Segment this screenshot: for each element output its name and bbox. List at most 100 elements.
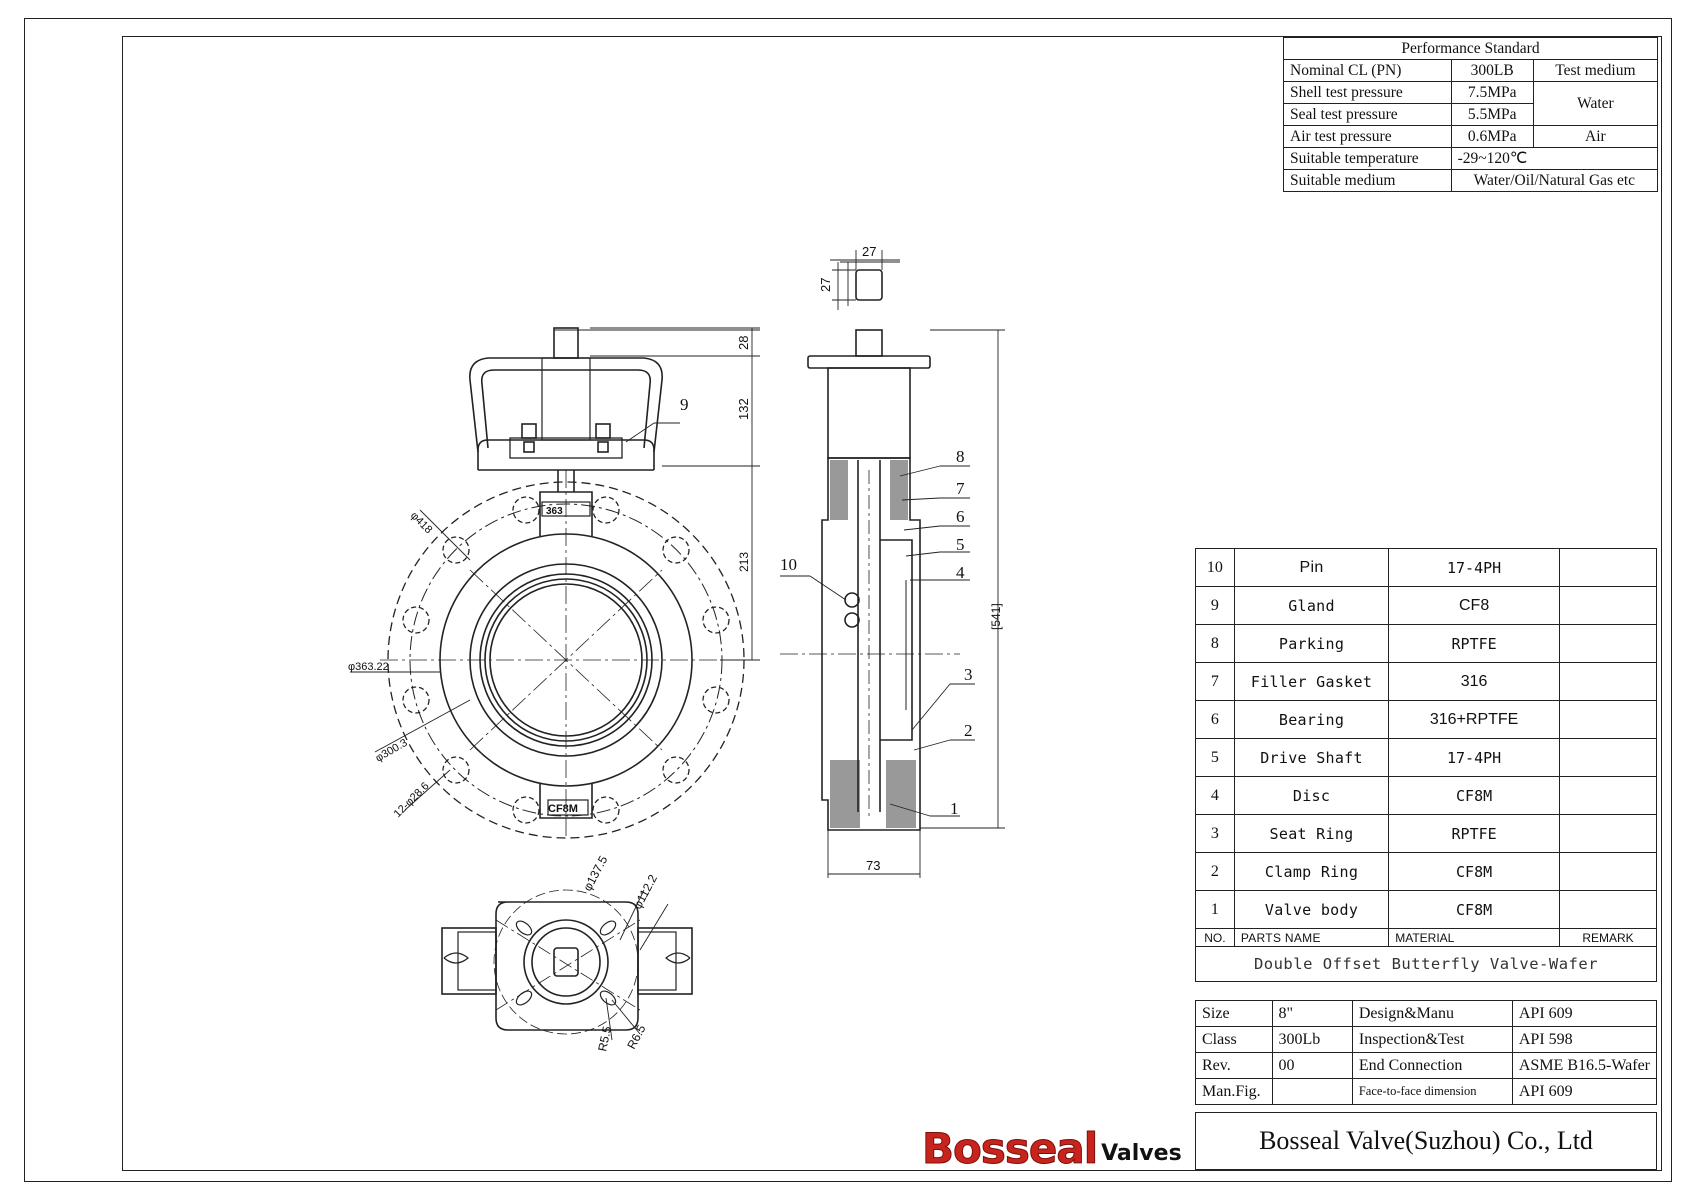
part-material: 316: [1388, 662, 1560, 701]
table-row: 2 Clamp Ring CF8M: [1195, 852, 1657, 891]
perf-value: 0.6MPa: [1450, 125, 1534, 148]
dim-73: 73: [866, 858, 880, 873]
part-name: Drive Shaft: [1233, 738, 1390, 777]
callout-5: 5: [956, 535, 965, 554]
parts-list-table: 10 Pin 17-4PH 9 Gland CF8 8 Parking RPTF…: [1195, 548, 1657, 982]
perf-value: 7.5MPa: [1450, 81, 1534, 104]
table-row: 5 Drive Shaft 17-4PH: [1195, 738, 1657, 777]
part-name: Clamp Ring: [1233, 852, 1390, 891]
part-no: 3: [1195, 814, 1235, 853]
perf-medium: Air: [1532, 125, 1659, 148]
part-material: CF8M: [1388, 852, 1560, 891]
info-value: API 598: [1511, 1026, 1658, 1053]
outer-frame: [24, 18, 1672, 1182]
perf-label: Suitable medium: [1283, 169, 1452, 192]
drawing-title-row: Double Offset Butterfly Valve-Wafer: [1195, 946, 1657, 982]
perf-label: Nominal CL (PN): [1283, 59, 1452, 82]
info-key: Class: [1195, 1026, 1273, 1053]
callout-7: 7: [956, 479, 965, 498]
perf-value: 5.5MPa: [1450, 103, 1534, 126]
table-row: 3 Seat Ring RPTFE: [1195, 814, 1657, 853]
mark-bottom: CF8M: [548, 803, 578, 815]
part-material: 17-4PH: [1388, 548, 1560, 587]
part-name: Disc: [1233, 776, 1390, 815]
callout-2: 2: [964, 721, 973, 740]
table-row: 4 Disc CF8M: [1195, 776, 1657, 815]
info-key: End Connection: [1351, 1052, 1513, 1079]
callout-4: 4: [956, 563, 965, 582]
info-key: Design&Manu: [1351, 1000, 1513, 1027]
header-no: NO.: [1195, 928, 1235, 947]
callout-8: 8: [956, 447, 965, 466]
part-remark: [1559, 662, 1657, 701]
part-material: CF8: [1388, 586, 1560, 625]
part-name: Parking: [1233, 624, 1390, 663]
performance-title: Performance Standard: [1283, 37, 1658, 60]
part-no: 4: [1195, 776, 1235, 815]
perf-value: -29~120℃: [1450, 147, 1659, 170]
part-remark: [1559, 890, 1657, 929]
info-value: 8": [1271, 1000, 1353, 1027]
dim-d112: φ112.2: [630, 872, 660, 911]
dim-d137: φ137.5: [580, 853, 610, 893]
dim-d300: φ300.3: [374, 737, 410, 765]
info-key: Face-to-face dimension: [1351, 1078, 1513, 1105]
part-no: 2: [1195, 852, 1235, 891]
part-remark: [1559, 852, 1657, 891]
table-row: Size 8" Design&Manu API 609: [1195, 1000, 1658, 1027]
table-row: 7 Filler Gasket 316: [1195, 662, 1657, 701]
front-dimensions: [590, 327, 760, 661]
info-value: API 609: [1511, 1000, 1658, 1027]
part-name: Bearing: [1233, 700, 1390, 739]
part-no: 10: [1195, 548, 1235, 587]
part-no: 7: [1195, 662, 1235, 701]
part-name: Valve body: [1233, 890, 1390, 929]
part-no: 5: [1195, 738, 1235, 777]
table-row: Rev. 00 End Connection ASME B16.5-Wafer: [1195, 1052, 1658, 1079]
part-name: Seat Ring: [1233, 814, 1390, 853]
perf-label: Shell test pressure: [1283, 81, 1452, 104]
perf-label: Suitable temperature: [1283, 147, 1452, 170]
front-view: [350, 327, 760, 840]
performance-standard-table: Performance Standard Nominal CL (PN) 300…: [1283, 37, 1659, 192]
perf-value: 300LB: [1450, 59, 1534, 82]
header-material: MATERIAL: [1388, 928, 1560, 947]
info-value: API 609: [1511, 1078, 1658, 1105]
dim-top-height: 27: [818, 278, 833, 292]
parts-header-row: NO. PARTS NAME MATERIAL REMARK: [1195, 928, 1657, 947]
dim-28: 28: [736, 336, 751, 350]
part-remark: [1559, 738, 1657, 777]
table-row: 8 Parking RPTFE: [1195, 624, 1657, 663]
part-no: 8: [1195, 624, 1235, 663]
part-no: 6: [1195, 700, 1235, 739]
part-remark: [1559, 700, 1657, 739]
table-row: 1 Valve body CF8M: [1195, 890, 1657, 929]
perf-value: Water/Oil/Natural Gas etc: [1450, 169, 1659, 192]
table-row: Man.Fig. Face-to-face dimension API 609: [1195, 1078, 1658, 1105]
inner-frame: [122, 36, 1662, 1171]
dim-r55: R5.5: [595, 1025, 614, 1053]
part-name: Filler Gasket: [1233, 662, 1390, 701]
header-parts-name: PARTS NAME: [1233, 928, 1390, 947]
callout-1: 1: [950, 799, 959, 818]
part-name: Gland: [1233, 586, 1390, 625]
top-flange-view: [441, 889, 693, 1041]
info-key: Man.Fig.: [1195, 1078, 1273, 1105]
part-material: RPTFE: [1388, 814, 1560, 853]
dim-d418: φ418: [408, 510, 435, 537]
dim-holes: 12-φ28.6: [392, 780, 432, 820]
part-no: 9: [1195, 586, 1235, 625]
company-name: Bosseal Valve(Suzhou) Co., Ltd: [1195, 1112, 1657, 1170]
dim-d363: φ363.22: [348, 661, 389, 673]
part-remark: [1559, 586, 1657, 625]
info-key: Rev.: [1195, 1052, 1273, 1079]
part-material: CF8M: [1388, 776, 1560, 815]
part-remark: [1559, 624, 1657, 663]
part-remark: [1559, 814, 1657, 853]
dim-top-width: 27: [862, 244, 876, 259]
part-remark: [1559, 776, 1657, 815]
table-row: 9 Gland CF8: [1195, 586, 1657, 625]
callout-6: 6: [956, 507, 965, 526]
